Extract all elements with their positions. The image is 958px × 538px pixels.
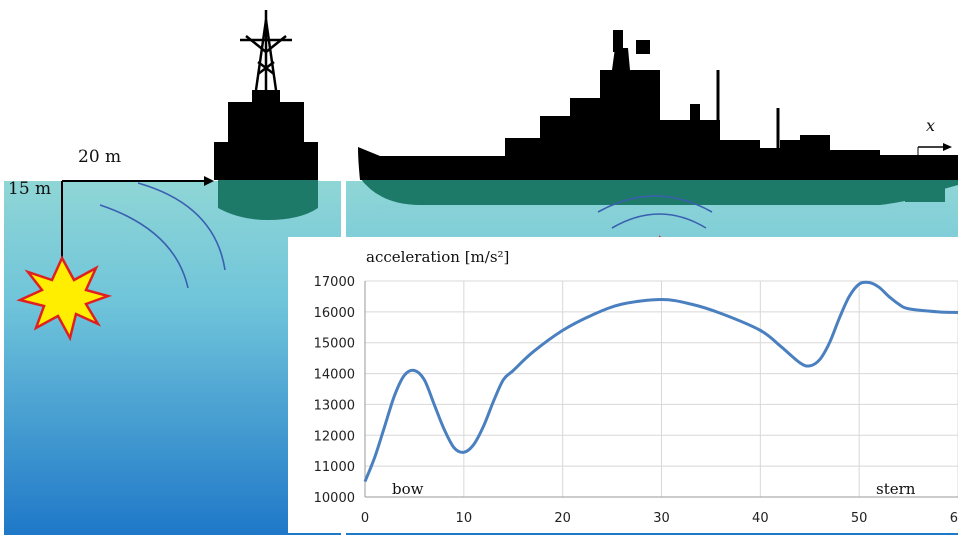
y-tick-label: 10000 — [314, 491, 355, 506]
x-tick-label: 40 — [752, 511, 769, 526]
y-axis-title: acceleration [m/s²] — [366, 248, 509, 266]
y-tick-label: 14000 — [314, 368, 355, 383]
buoy-silhouette — [214, 10, 318, 220]
y-tick-label: 16000 — [314, 306, 355, 321]
stern-label: stern — [876, 480, 916, 498]
y-tick-label: 11000 — [314, 460, 355, 475]
y-tick-label: 13000 — [314, 398, 355, 413]
x-tick-label: 60 — [950, 511, 958, 526]
x-tick-label: 0 — [361, 511, 369, 526]
horizontal-distance-label: 20 m — [78, 147, 121, 167]
acceleration-series-line — [363, 280, 958, 483]
x-axis-symbol: x — [926, 116, 935, 135]
x-tick-label: 20 — [554, 511, 571, 526]
pressure-waves — [99, 182, 713, 289]
y-tick-label: 12000 — [314, 429, 355, 444]
depth-label: 15 m — [8, 179, 51, 199]
bow-label: bow — [392, 480, 424, 498]
y-tick-label: 15000 — [314, 337, 355, 352]
acceleration-chart: 10000 11000 12000 13000 14000 15000 16000 17000… — [314, 275, 958, 526]
ship-silhouette — [358, 30, 958, 205]
x-tick-label: 10 — [456, 511, 473, 526]
x-tick-label: 30 — [653, 511, 670, 526]
explosion-icon — [16, 255, 113, 342]
sea-left — [4, 181, 341, 535]
y-tick-label: 17000 — [314, 275, 355, 290]
x-tick-label: 50 — [851, 511, 868, 526]
